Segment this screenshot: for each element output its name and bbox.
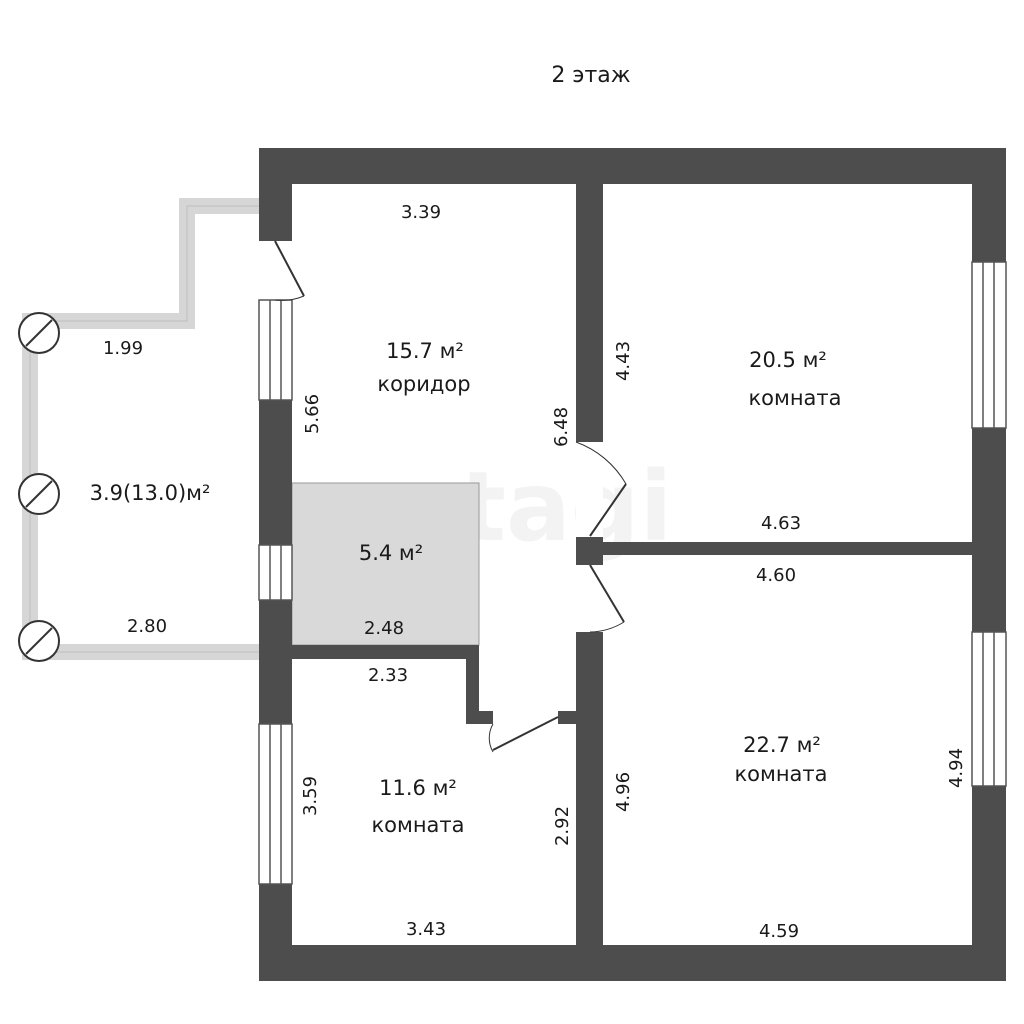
dim-room-bl-right: 2.92	[552, 806, 573, 846]
balcony	[18, 198, 259, 662]
wall-storage-side	[466, 645, 479, 724]
dim-room-bl-top: 2.33	[368, 665, 408, 686]
dim-room-bl-bottom: 3.43	[406, 919, 446, 940]
balcony-post-bottom	[18, 620, 60, 662]
dim-storage-bottom: 2.48	[364, 618, 404, 639]
door-opening-lower	[576, 565, 603, 632]
door-room-top-right	[575, 441, 627, 537]
dim-room-br-right: 4.94	[946, 748, 967, 788]
room-bottom-left-area: 11.6 м²	[379, 776, 457, 800]
room-bottom-right-area: 22.7 м²	[743, 733, 821, 757]
dim-corridor-left: 5.66	[302, 394, 323, 434]
room-bottom-left-name: комната	[371, 813, 464, 837]
wall-center-upper	[576, 148, 603, 442]
dim-room-br-left: 4.96	[613, 772, 634, 812]
wall-openings	[259, 241, 603, 632]
wall-center-mid	[576, 537, 603, 565]
balcony-post-top	[18, 312, 60, 354]
wall-center-lower	[576, 632, 603, 981]
dim-room-bl-left: 3.59	[300, 776, 321, 816]
window-left-lower	[258, 723, 293, 885]
dim-room-br-bottom: 4.59	[759, 921, 799, 942]
window-right-lower	[971, 631, 1007, 787]
room-top-right-area: 20.5 м²	[749, 348, 827, 372]
dim-balcony-top: 1.99	[103, 338, 143, 359]
balcony-post-middle	[18, 473, 60, 515]
wall-door-stub-right	[558, 711, 576, 724]
balcony-railing-outline	[29, 205, 259, 653]
dim-corridor-right: 6.48	[551, 407, 572, 447]
wall-door-stub-left	[466, 711, 493, 724]
balcony-railing	[22, 198, 259, 660]
dim-room-tr-bottom: 4.63	[761, 513, 801, 534]
dim-room-tr-left: 4.43	[613, 341, 634, 381]
balcony-area: 3.9(13.0)м²	[90, 481, 211, 505]
window-left-upper	[258, 299, 293, 401]
dim-corridor-top: 3.39	[401, 202, 441, 223]
floor-title: 2 этаж	[551, 63, 630, 88]
wall-top	[259, 148, 1006, 184]
storage-area-label: 5.4 м²	[359, 541, 423, 565]
storage-area	[291, 482, 480, 646]
door-room-bottom-right	[589, 564, 625, 633]
wall-right-divider	[603, 542, 972, 555]
door-opening-upper	[576, 442, 603, 537]
room-top-right-name: комната	[748, 386, 841, 410]
doors	[274, 240, 627, 753]
window-right-upper	[971, 261, 1007, 429]
corridor-name: коридор	[377, 372, 470, 396]
door-room-bottom-left	[488, 716, 559, 753]
wall-storage-bottom	[292, 645, 479, 659]
window-left-middle	[258, 544, 293, 601]
entry-opening	[259, 241, 292, 300]
dim-room-br-top: 4.60	[756, 565, 796, 586]
windows	[258, 261, 1007, 885]
corridor-area: 15.7 м²	[386, 339, 464, 363]
wall-bottom	[259, 945, 1006, 981]
dim-balcony-bottom: 2.80	[127, 616, 167, 637]
entry-door	[274, 240, 305, 301]
room-bottom-right-name: комната	[734, 762, 827, 786]
